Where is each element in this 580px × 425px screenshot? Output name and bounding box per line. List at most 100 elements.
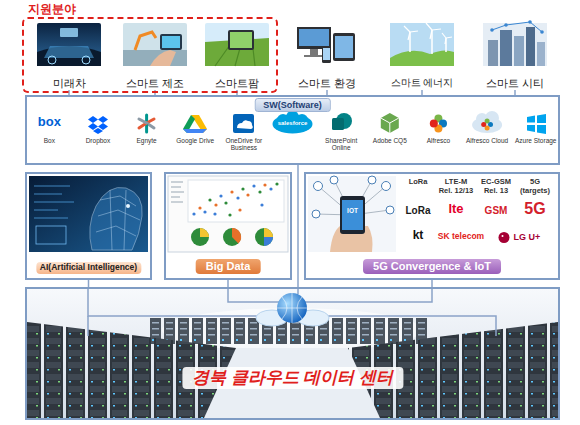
iot-image (330, 176, 338, 184)
smart-city-image (504, 23, 508, 27)
network-name: EC-GSM Rel. 13 (478, 178, 514, 195)
smart-energy-image (404, 23, 452, 44)
big-data-image (232, 228, 241, 243)
scatter-dots (224, 201, 227, 204)
cloud-wires (305, 289, 432, 302)
ai-image (34, 186, 74, 218)
smart-environment-image (299, 29, 329, 46)
big-data-image (168, 176, 288, 252)
scatter-dots (275, 182, 278, 185)
big-data-image (171, 182, 184, 202)
smart-city-image (500, 30, 512, 66)
tech-panel: Big Data (164, 172, 292, 280)
service-caption: Egnyte (124, 137, 170, 144)
scatter-dots (246, 193, 249, 196)
cloud-wires (307, 316, 496, 336)
smart-energy-image (390, 50, 454, 66)
field-item: 스마트 제조 (118, 21, 192, 90)
network-name: 5G (targets) (517, 178, 553, 195)
screen-text: IOT (342, 207, 364, 214)
field-caption: 스마트 에너지 (391, 77, 454, 89)
ai-image (96, 190, 140, 250)
big-data-image (200, 228, 209, 237)
scatter-dots (208, 198, 211, 201)
scatter-dots (192, 182, 278, 216)
future-car-image (37, 46, 101, 66)
field-item: 스마트 시티 (478, 21, 552, 90)
field-caption: 미래차 (53, 77, 86, 89)
future-car-image (60, 28, 78, 37)
smart-city-image (514, 36, 524, 66)
field-item: 스마트 에너지 (385, 21, 459, 90)
scatter-dots (260, 203, 263, 206)
smart-factory-image (150, 50, 176, 66)
logo-text: GSM (478, 205, 514, 217)
smart-environment-image (297, 27, 331, 49)
smart-environment-image (304, 55, 324, 57)
software-band: SW(Software) (25, 95, 560, 165)
smart-environment-image (323, 48, 330, 60)
ai-image (29, 176, 148, 252)
iot-image (312, 210, 320, 218)
smart-energy-image (390, 23, 454, 66)
onedrive-logo (237, 120, 253, 129)
lg-uplus-logo (502, 235, 504, 237)
field-item: 스마트 환경 (290, 21, 364, 90)
ai-image (126, 204, 130, 208)
service-caption: Alfresco Cloud (464, 137, 510, 144)
dropbox-logo (88, 116, 108, 134)
service-caption: Google Drive (172, 137, 218, 144)
google-drive-logo (183, 129, 207, 133)
data-center-title: 경북 클라우드 데이터 센터 (182, 367, 403, 389)
azure-storage-logo (527, 114, 546, 134)
egnyte-logo (139, 115, 154, 132)
big-data-image (188, 180, 284, 222)
iot-image (308, 176, 396, 252)
smart-city-image (540, 30, 544, 34)
future-car-image (37, 23, 101, 66)
smart-environment-image (333, 33, 355, 61)
lg-uplus-logo (499, 232, 510, 243)
field-item: 미래차 (32, 21, 106, 90)
cloud-wires (87, 316, 89, 336)
logo-text: 5G (517, 200, 553, 218)
dropbox-logo (88, 116, 98, 123)
smart-environment-image (335, 36, 353, 58)
salesforce-logo (273, 111, 313, 134)
smart-factory-image (123, 50, 187, 66)
iot-image (382, 182, 391, 191)
scatter-dots (192, 212, 195, 215)
scatter-dots (214, 203, 217, 206)
cloud-globe-icon (256, 293, 329, 326)
future-car-image (37, 23, 101, 66)
field-caption: 스마트 시티 (486, 77, 544, 89)
data-center-panel: 경북 클라우드 데이터 센터 (25, 287, 560, 420)
logo-text: SK telecom (436, 232, 486, 242)
logo-text: salesforce (273, 120, 313, 127)
onedrive-logo (233, 114, 254, 133)
field-item: 스마트팜 (200, 21, 274, 90)
scatter-dots (236, 196, 239, 199)
egnyte-logo (139, 119, 147, 123)
azure-storage-logo (527, 114, 546, 134)
smart-factory-image (160, 34, 182, 50)
smart-city-image (483, 23, 547, 66)
cloud-wires (228, 289, 280, 302)
scatter-dots (241, 187, 244, 190)
tech-panel: AI(Artificial Intelligence) (25, 172, 152, 280)
connector-line (297, 165, 299, 287)
scatter-dots (252, 184, 255, 187)
adobe-cq5-logo (381, 113, 399, 133)
big-data-image (255, 228, 273, 246)
smart-factory-image (123, 23, 187, 66)
iot-image (386, 206, 394, 214)
scatter-dots (238, 208, 241, 211)
scatter-dots (228, 213, 231, 216)
smart-energy-image (390, 23, 454, 66)
cloud-globe-icon (277, 293, 307, 323)
future-car-image (48, 56, 56, 64)
scatter-dots (198, 206, 201, 209)
smart-environment-image (297, 27, 355, 63)
smart-city-image (528, 20, 532, 24)
